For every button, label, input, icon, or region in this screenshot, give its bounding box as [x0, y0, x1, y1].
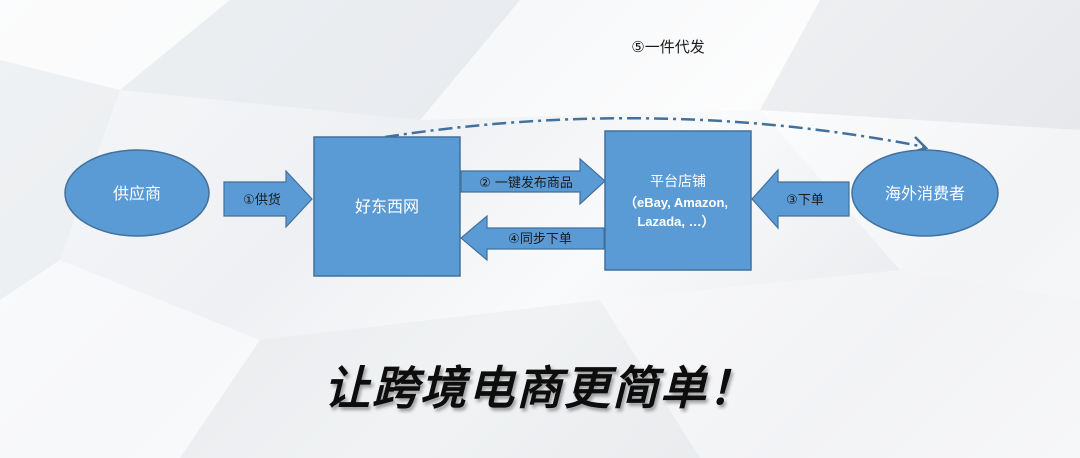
publish-label: ② 一键发布商品 — [479, 175, 573, 191]
supply-arrow — [223, 169, 313, 229]
slogan: 让跨境电商更简单！ — [324, 361, 756, 415]
store-platforms-line1: （eBay, Amazon, — [624, 195, 728, 210]
store-title: 平台店铺 — [650, 174, 706, 190]
consumer-node — [851, 149, 999, 237]
dropship-label: ⑤一件代发 — [631, 38, 704, 56]
store-platforms-line2: Lazada, …） — [637, 214, 714, 229]
order-arrow — [751, 168, 850, 230]
publish-arrow — [460, 157, 606, 206]
order-label: ③下单 — [786, 193, 824, 208]
supplier-node — [64, 149, 210, 237]
supplier-label: 供应商 — [113, 184, 161, 203]
dropship-dashed-arrow — [384, 116, 926, 149]
consumer-label: 海外消费者 — [885, 184, 965, 203]
supply-label: ①供货 — [243, 192, 281, 208]
store-node — [604, 130, 752, 271]
platform-hub-label: 好东西网 — [355, 197, 419, 216]
sync-order-arrow — [460, 214, 605, 262]
platform-hub-node — [313, 136, 461, 277]
sync-order-label: ④同步下单 — [508, 232, 572, 247]
